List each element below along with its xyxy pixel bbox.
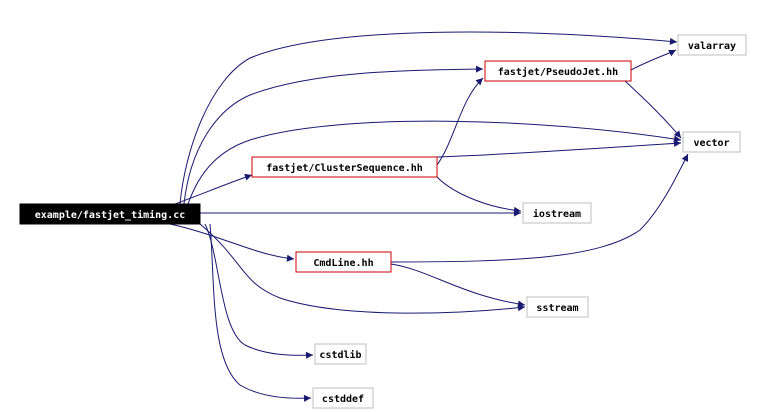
node-label: CmdLine.hh xyxy=(313,257,373,269)
edge-root-to-sstream xyxy=(199,223,526,314)
edge-cmdline-to-sstream xyxy=(390,263,526,308)
node-label: sstream xyxy=(536,303,578,314)
node-label: fastjet/PseudoJet.hh xyxy=(498,66,618,78)
node-label: cstdlib xyxy=(319,349,361,361)
edge-root-to-vector xyxy=(187,120,682,205)
edge-pseudojet-to-valarray xyxy=(630,49,677,71)
node-valarray[interactable]: valarray xyxy=(677,34,747,56)
edge-cmdline-to-vector xyxy=(390,153,689,263)
edge-root-to-clusterseq xyxy=(174,173,253,205)
edge-clusterseq-to-vector xyxy=(436,139,682,158)
node-root: example/fastjet_timing.cc xyxy=(19,203,201,225)
node-label: vector xyxy=(693,138,729,149)
node-vector[interactable]: vector xyxy=(682,131,741,153)
node-box xyxy=(677,34,747,56)
node-box xyxy=(484,60,632,82)
node-box xyxy=(19,203,201,225)
edge-root-to-cstdlib xyxy=(204,223,314,359)
node-box xyxy=(314,343,367,365)
edge-root-to-pseudojet xyxy=(183,65,484,205)
node-clusterseq[interactable]: fastjet/ClusterSequence.hh xyxy=(251,156,438,178)
node-cstddef[interactable]: cstddef xyxy=(312,387,374,409)
node-sstream[interactable]: sstream xyxy=(526,296,589,318)
node-label: fastjet/ClusterSequence.hh xyxy=(266,162,423,174)
node-box xyxy=(682,131,741,153)
node-box xyxy=(526,296,589,318)
edge-root-to-cmdline xyxy=(169,223,295,262)
node-cmdline[interactable]: CmdLine.hh xyxy=(295,251,392,273)
node-box xyxy=(295,251,392,273)
node-iostream[interactable]: iostream xyxy=(522,202,592,224)
node-label: iostream xyxy=(533,208,581,220)
dependency-edges xyxy=(169,31,689,402)
node-label: valarray xyxy=(688,41,736,52)
edge-pseudojet-to-vector xyxy=(624,80,682,139)
node-box xyxy=(251,156,438,178)
dependency-nodes: example/fastjet_timing.cc valarray fastjet… xyxy=(19,34,747,409)
edge-root-to-valarray xyxy=(179,31,678,205)
node-cstdlib[interactable]: cstdlib xyxy=(314,343,367,365)
edge-root-to-cstddef xyxy=(209,223,312,402)
edge-clusterseq-to-iostream xyxy=(436,176,522,214)
node-box xyxy=(312,387,374,409)
node-pseudojet[interactable]: fastjet/PseudoJet.hh xyxy=(484,60,632,82)
node-box xyxy=(522,202,592,224)
node-label: example/fastjet_timing.cc xyxy=(35,209,186,221)
node-label: cstddef xyxy=(322,394,364,405)
